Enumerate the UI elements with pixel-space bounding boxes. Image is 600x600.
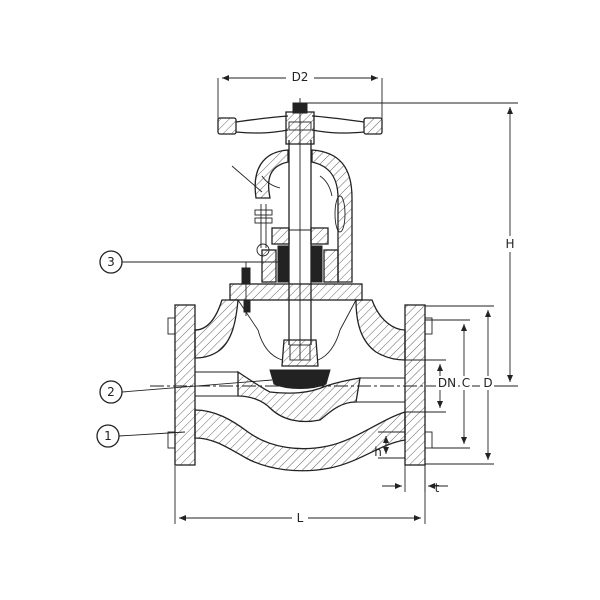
dim-dn-label: DN: [438, 376, 456, 390]
callout-3-label: 3: [107, 255, 115, 269]
dimension-h: H: [307, 102, 518, 387]
callout-2: 2: [99, 379, 273, 404]
dimension-h-small: h: [374, 431, 405, 459]
dimension-l: L: [174, 466, 426, 526]
bonnet-flange: [229, 262, 363, 316]
dim-h-label: H: [505, 237, 514, 251]
gland-eyebolt: [248, 204, 278, 263]
callout-3: 3: [99, 250, 262, 274]
dim-l-label: L: [297, 511, 304, 525]
dim-c-label: C: [462, 376, 470, 390]
yoke: [231, 149, 353, 283]
dimension-dn-c-d: DN C D: [405, 305, 494, 465]
callout-2-label: 2: [107, 385, 115, 399]
dim-d2-label: D2: [292, 70, 309, 84]
dim-t-label: t: [435, 481, 440, 495]
callout-1: 1: [96, 424, 186, 448]
dim-h-small-label: h: [374, 445, 382, 459]
valve-disc: [269, 339, 331, 389]
dimension-d2: D2: [217, 70, 383, 120]
dim-d-label: D: [483, 376, 492, 390]
valve-body: [167, 299, 433, 472]
stuffing-box: [261, 227, 339, 283]
callout-1-label: 1: [104, 429, 112, 443]
